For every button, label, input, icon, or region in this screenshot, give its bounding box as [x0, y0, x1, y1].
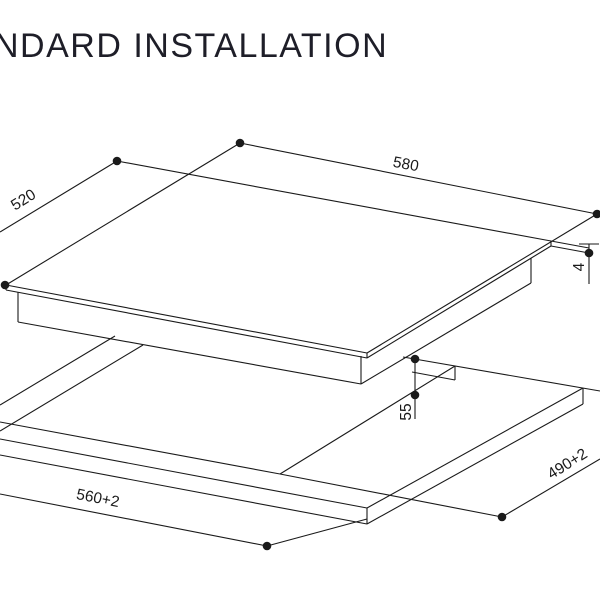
dim-label-580: 580	[392, 154, 421, 175]
worktop-cutout-outline	[0, 335, 456, 475]
dim-label-490: 490+2	[545, 445, 591, 482]
dim-label-560: 560+2	[75, 486, 121, 511]
dim-490-endpoint	[497, 512, 507, 522]
dim-560-endpoint	[262, 541, 272, 551]
page-title: NDARD INSTALLATION	[0, 27, 389, 65]
worktop-outline	[0, 356, 600, 525]
glass-west-corner-marker	[0, 280, 10, 290]
hob-body-outline	[17, 258, 532, 385]
dim-label-4: 4	[571, 262, 588, 271]
dim-580-endpoint-right	[592, 209, 600, 219]
dim-520-endpoint-top	[112, 156, 122, 166]
dim-label-520: 520	[8, 186, 39, 214]
dimension-lines	[0, 142, 600, 547]
dim-label-55: 55	[398, 403, 415, 420]
dim-55-marker-bottom	[410, 390, 420, 400]
dim-580-endpoint-left	[235, 138, 245, 148]
glass-top-outline	[5, 142, 598, 359]
dim-55-marker-top	[410, 354, 420, 364]
dim-4-marker	[584, 248, 594, 258]
